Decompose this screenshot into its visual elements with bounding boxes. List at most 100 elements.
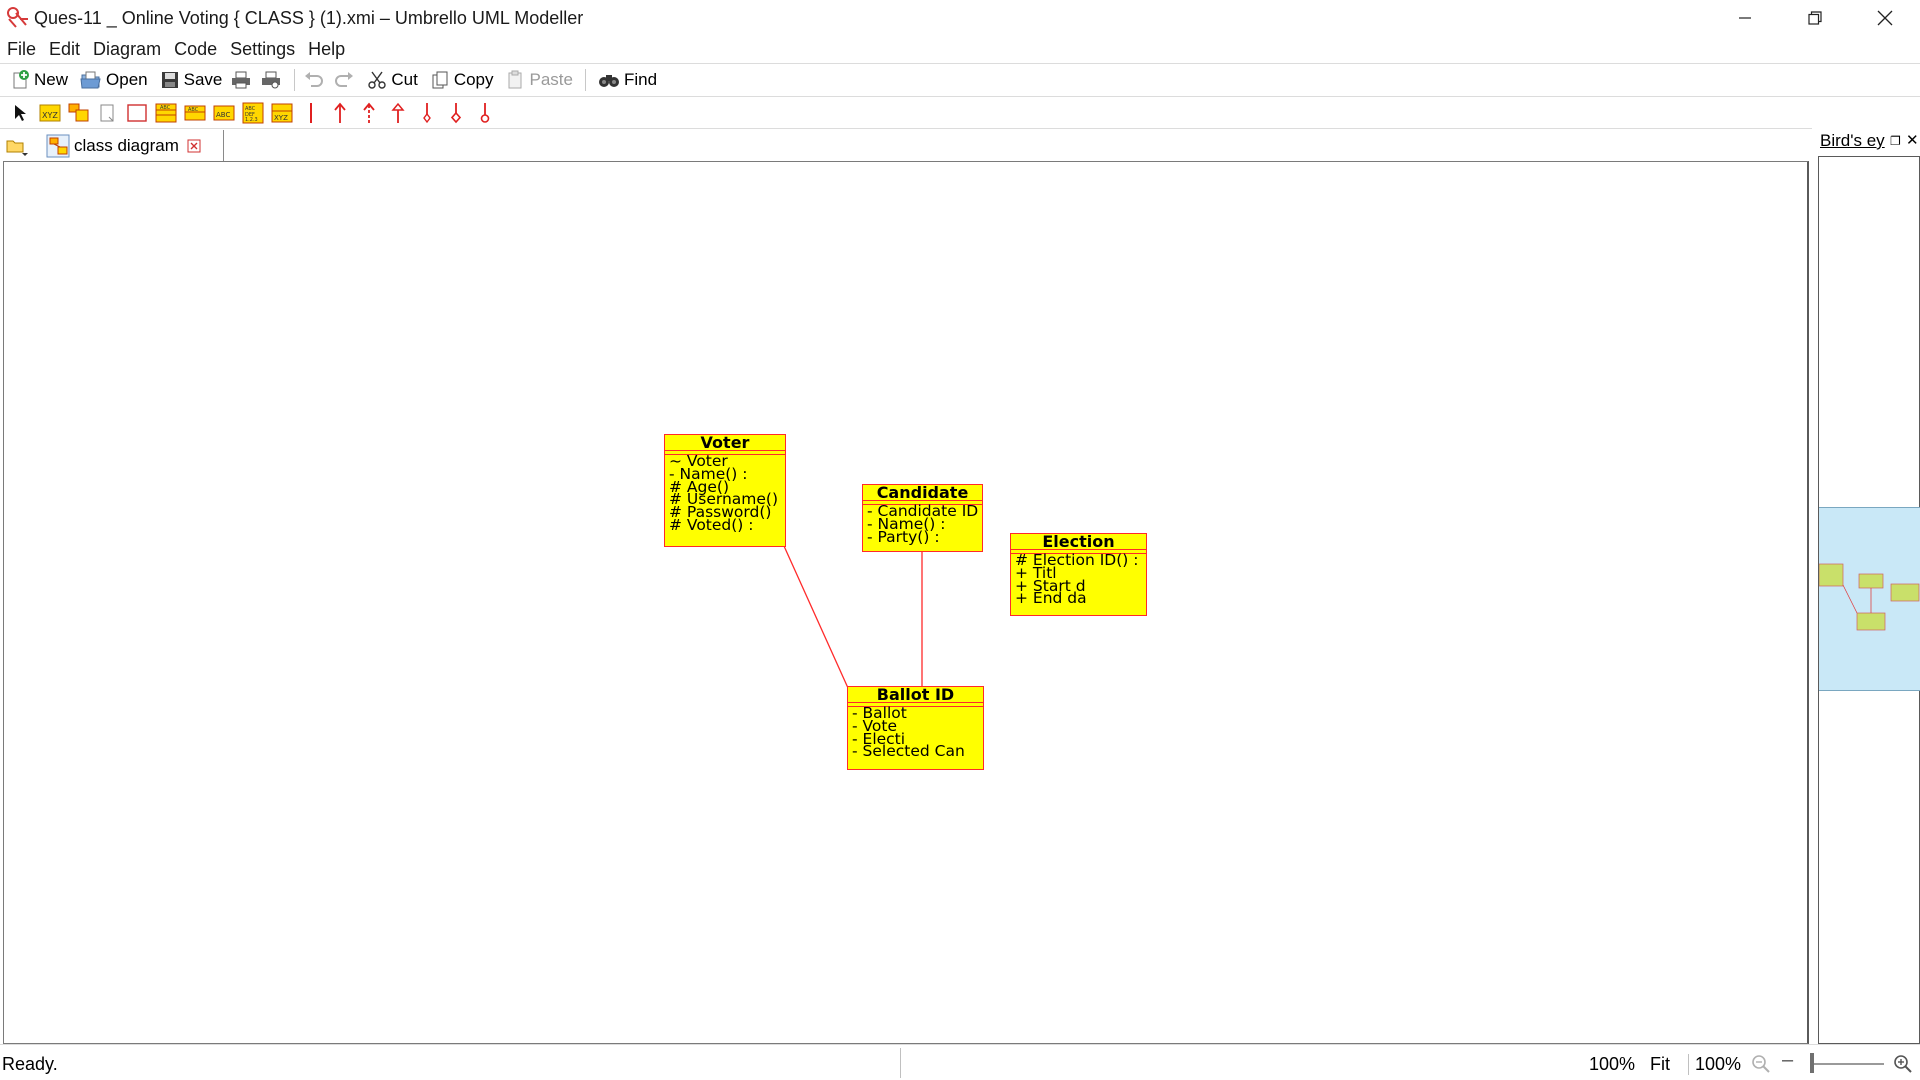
close-button[interactable] [1850, 0, 1920, 36]
class-ballot-id[interactable]: Ballot ID - Ballot - Vote - Electi - Sel… [847, 686, 984, 770]
menu-diagram[interactable]: Diagram [93, 39, 162, 59]
scissors-icon [368, 71, 387, 89]
open-button[interactable]: Open [74, 65, 154, 95]
class-divider [1011, 550, 1146, 554]
composition-tool[interactable] [441, 99, 470, 127]
menu-code[interactable]: Code [174, 39, 218, 59]
association-line-icon [309, 102, 312, 123]
birds-eye-viewport[interactable] [1818, 507, 1920, 691]
aggregation-tool[interactable] [412, 99, 441, 127]
class-tool[interactable]: XYZ [35, 99, 64, 127]
birds-eye-title: Bird's ey [1820, 131, 1885, 150]
print-button[interactable] [228, 65, 258, 95]
class-voter[interactable]: Voter ~ Voter - Name() : # Age() # Usern… [664, 434, 786, 547]
binoculars-icon [599, 75, 619, 87]
minimize-button[interactable] [1710, 0, 1780, 36]
package-tool[interactable] [64, 99, 93, 127]
note-tool[interactable] [93, 99, 122, 127]
restore-button[interactable] [1780, 0, 1850, 36]
attribute: # Age() [669, 477, 729, 496]
datatype-tool[interactable]: ABC [180, 99, 209, 127]
menu-bar: File Edit Diagram Code Settings Help [0, 36, 1920, 63]
open-label: Open [106, 70, 148, 89]
note-icon [100, 104, 113, 121]
tab-class-diagram[interactable]: class diagram [46, 130, 224, 162]
generalization-tool[interactable] [383, 99, 412, 127]
paste-label: Paste [529, 70, 573, 89]
dependency-tool[interactable] [354, 99, 383, 127]
birds-eye-minimap [1818, 563, 1920, 631]
menu-file[interactable]: File [7, 39, 37, 59]
association-voter-ballot[interactable] [783, 545, 849, 689]
diagram-canvas[interactable]: Voter ~ Voter - Name() : # Age() # Usern… [3, 161, 1809, 1044]
copy-label: Copy [453, 70, 494, 89]
redo-button[interactable] [331, 65, 361, 95]
class-name: Election [1011, 534, 1146, 550]
menu-edit[interactable]: Edit [49, 39, 81, 59]
save-button[interactable]: Save [154, 65, 229, 95]
svg-text:XYZ: XYZ [274, 114, 288, 122]
float-panel-icon[interactable]: ❐ [1890, 134, 1901, 148]
copy-icon [432, 71, 448, 89]
interface-abc-icon: ABC [155, 103, 176, 122]
zoom-slider-handle[interactable] [1810, 1053, 1814, 1073]
package-icon [68, 103, 88, 121]
print-preview-icon [262, 71, 281, 89]
menu-help[interactable]: Help [308, 39, 346, 59]
toolbar-separator [585, 69, 586, 91]
title-bar: Ques-11 _ Online Voting { CLASS } (1).xm… [0, 0, 1920, 36]
object-xyz-icon: XYZ [271, 103, 292, 122]
zoom-level: 100% [1589, 1054, 1636, 1074]
zoom-slider-minus[interactable]: – [1782, 1049, 1794, 1071]
undo-button[interactable] [301, 65, 331, 95]
cut-button[interactable]: Cut [361, 65, 423, 95]
close-panel-icon[interactable]: ✕ [1906, 132, 1919, 149]
attribute: + End da [1015, 589, 1087, 608]
svg-text:DEF: DEF [245, 112, 255, 118]
containment-tool[interactable] [470, 99, 499, 127]
object-tool[interactable]: XYZ [267, 99, 296, 127]
attribute: # Election ID() : [1015, 551, 1139, 569]
class-divider [848, 703, 983, 707]
status-bar: Ready. 100% Fit 100% – [0, 1044, 1920, 1080]
new-diagram-menu-button[interactable] [4, 133, 30, 159]
menu-settings[interactable]: Settings [230, 39, 296, 59]
zoom-fit-button[interactable]: Fit [1650, 1054, 1670, 1074]
zoom-slider[interactable] [1812, 1063, 1884, 1065]
class-election[interactable]: Election # Election ID() : + Titl + Star… [1010, 533, 1147, 616]
svg-text:ABC: ABC [188, 107, 199, 113]
class-name: Ballot ID [848, 687, 983, 703]
copy-button[interactable]: Copy [424, 65, 500, 95]
box-tool[interactable] [122, 99, 151, 127]
select-tool[interactable] [6, 99, 35, 127]
class-attributes: ~ Voter - Name() : # Age() # Username() … [665, 453, 785, 534]
class-divider [863, 501, 982, 505]
zoom-100-button[interactable]: 100% [1688, 1054, 1741, 1075]
directional-association-tool[interactable] [325, 99, 354, 127]
print-preview-button[interactable] [258, 65, 288, 95]
find-button[interactable]: Find [592, 65, 663, 95]
birds-eye-view[interactable] [1818, 156, 1920, 1044]
svg-text:1.2.3: 1.2.3 [245, 117, 258, 123]
class-candidate[interactable]: Candidate - Candidate ID - Name() : - Pa… [862, 484, 983, 552]
paste-button[interactable]: Paste [500, 65, 579, 95]
close-tab-icon[interactable] [187, 139, 201, 153]
interface-tool[interactable]: ABC [151, 99, 180, 127]
new-document-icon [13, 70, 29, 89]
zoom-in-icon[interactable] [1892, 1053, 1914, 1080]
association-tool[interactable] [296, 99, 325, 127]
class-diagram-icon [46, 134, 70, 158]
attribute: # Voted() : [669, 515, 754, 534]
class-attributes: - Candidate ID - Name() : - Party() : [863, 503, 982, 544]
zoom-out-icon[interactable] [1750, 1053, 1772, 1080]
cut-label: Cut [391, 70, 418, 89]
new-button[interactable]: New [4, 65, 74, 95]
arrow-up-icon [333, 102, 346, 123]
enum-tool[interactable]: ABC [209, 99, 238, 127]
box-icon [126, 103, 147, 122]
dashed-arrow-up-icon [362, 102, 375, 123]
